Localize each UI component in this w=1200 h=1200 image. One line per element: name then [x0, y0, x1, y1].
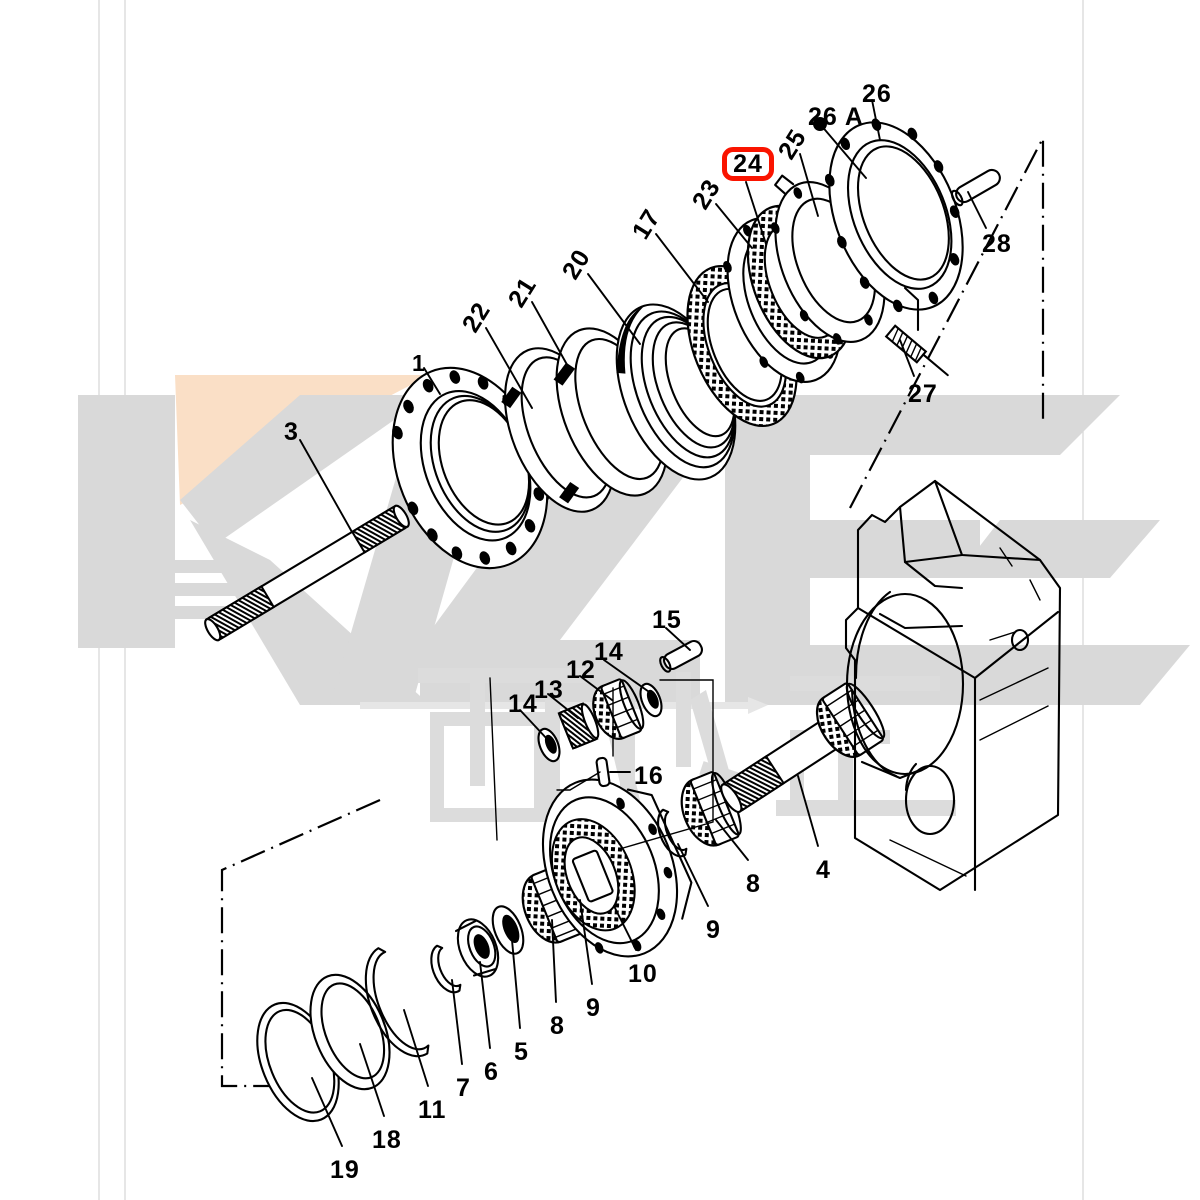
part-5-washer	[491, 905, 525, 955]
part-3-input-shaft	[204, 504, 410, 642]
callout-label-26: 26	[862, 80, 892, 108]
group-frame-upper-right	[849, 137, 1045, 509]
highlight-label-text: 24	[733, 149, 763, 178]
part-4-output-shaft	[720, 682, 886, 813]
callout-label-15: 15	[652, 606, 682, 634]
callout-label-9b: 9	[706, 916, 721, 944]
part-7-snap-ring	[430, 944, 462, 994]
callout-label-10: 10	[628, 960, 658, 988]
callout-label-3: 3	[284, 418, 299, 446]
highlight-box-part-24[interactable]: 24	[722, 147, 774, 181]
page-guide-lines	[98, 0, 1084, 1200]
callout-label-26A: 26 A	[808, 103, 864, 131]
part-9-snap-ring-right	[657, 808, 688, 858]
part-6-bearing	[454, 918, 500, 978]
callout-label-28: 28	[982, 230, 1012, 258]
group-frame-lower-left	[220, 798, 381, 1088]
callout-label-8b: 8	[746, 870, 761, 898]
callout-label-11: 11	[418, 1096, 447, 1124]
callout-label-18: 18	[372, 1126, 402, 1154]
assembly-connector-lines	[489, 677, 714, 849]
part-27-bracket	[903, 286, 920, 332]
callout-label-16: 16	[634, 762, 664, 790]
callout-label-19: 19	[330, 1156, 360, 1184]
part-13-needle-bearing	[557, 702, 600, 750]
part-28-dowel-pin	[950, 168, 1001, 207]
callout-label-12: 12	[566, 656, 596, 684]
callout-label-6: 6	[484, 1058, 499, 1086]
callout-label-5: 5	[514, 1038, 529, 1066]
callout-label-9a: 9	[586, 994, 601, 1022]
leader-lines	[299, 99, 987, 1147]
part-14-washer-right	[639, 682, 663, 718]
part-26-end-cover	[824, 118, 964, 313]
callout-label-7: 7	[456, 1074, 471, 1102]
callout-label-8a: 8	[550, 1012, 565, 1040]
callout-label-13: 13	[534, 676, 564, 704]
part-27-spring	[884, 324, 949, 377]
callout-label-1: 1	[412, 350, 426, 376]
callout-label-4: 4	[816, 856, 831, 884]
part-15-pin	[659, 639, 703, 673]
part-10-carrier-hub	[541, 778, 693, 958]
callout-label-14b: 14	[594, 638, 624, 666]
callout-label-14a: 14	[508, 690, 538, 718]
callout-label-27: 27	[908, 380, 938, 408]
transmission-housing	[844, 479, 1062, 892]
part-14-washer-left	[537, 727, 561, 763]
part-11-snap-ring	[364, 947, 430, 1058]
